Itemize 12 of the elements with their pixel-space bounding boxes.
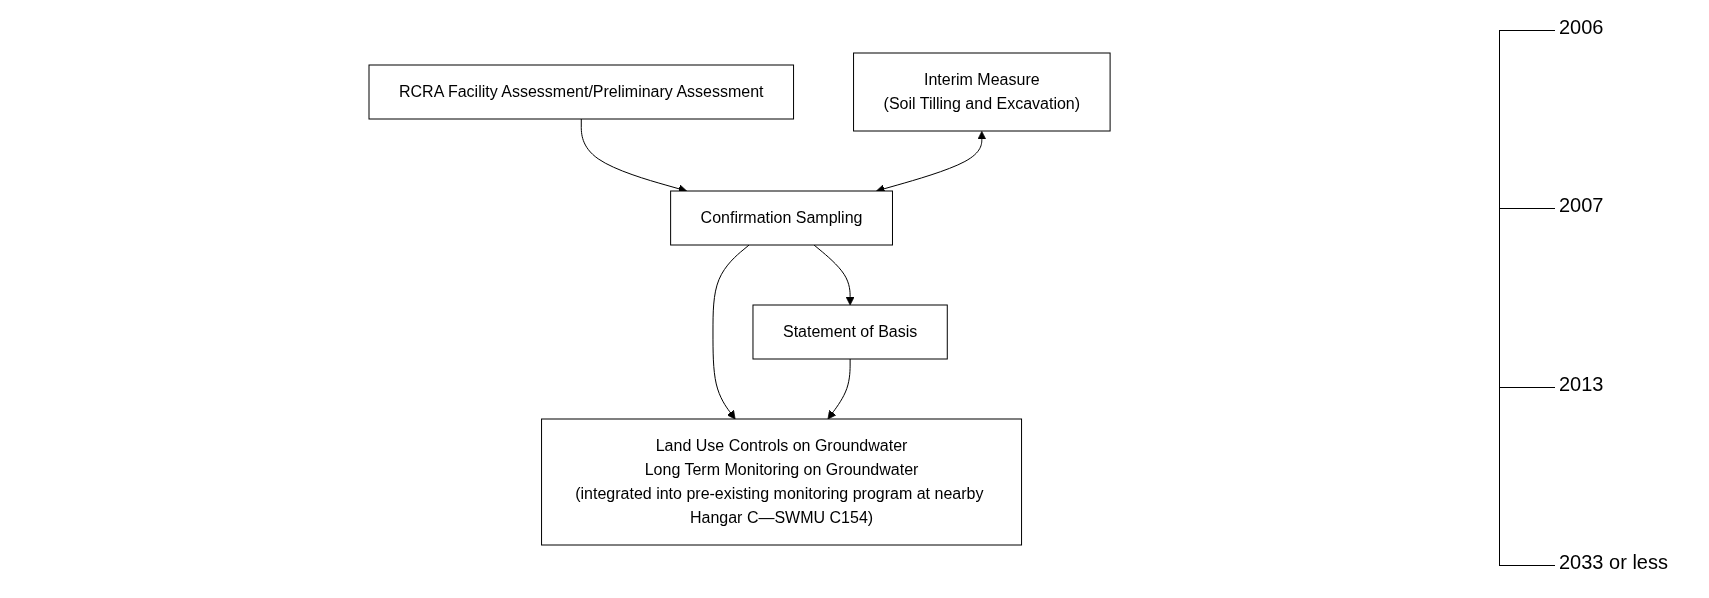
year-label: 2006 — [1559, 16, 1604, 38]
year-label: 2013 — [1559, 372, 1604, 395]
year-label: 2033 or less — [1559, 551, 1668, 573]
node-box: Interim Measure (Soil Tilling and Excavation) — [853, 52, 1111, 132]
arrow — [813, 244, 855, 306]
node-box: Confirmation Sampling — [670, 190, 893, 246]
arrow — [712, 244, 750, 420]
node-box: Land Use Controls on Groundwater Long Term Monitoring on Groundwater (integrated into pre-existing monitoring program at nearby Hangar C—SWMU C154) — [541, 418, 1022, 546]
arrow — [827, 358, 851, 420]
node-box: RCRA Facility Assessment/Preliminary Assessment — [368, 64, 794, 120]
year-label: 2007 — [1559, 194, 1604, 217]
node-box: Statement of Basis — [752, 304, 948, 360]
